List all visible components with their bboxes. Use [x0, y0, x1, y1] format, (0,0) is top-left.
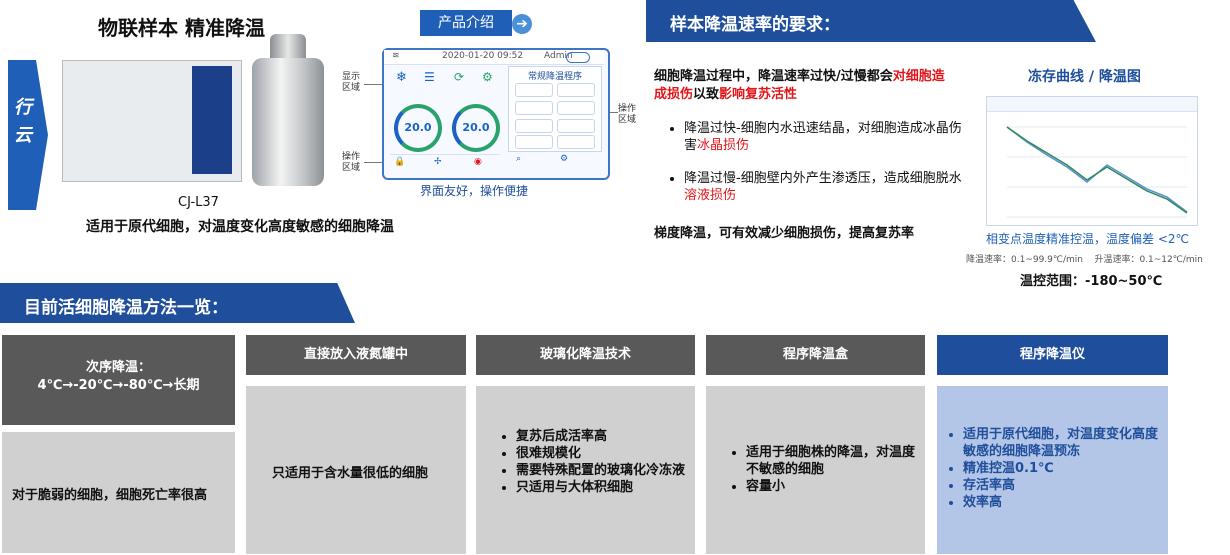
screen-search-row: ⌕ ⚙	[508, 154, 600, 170]
temp-gauge-right: 20.0	[452, 104, 500, 152]
fan-icon[interactable]: ✢	[434, 157, 442, 167]
snowflake-icon[interactable]: ❄	[396, 70, 407, 85]
side-arrow-label: 行云	[14, 97, 32, 146]
method-col2-body-text: 只适用于含水量很低的细胞	[272, 466, 429, 481]
refresh-icon[interactable]: ⟳	[454, 70, 465, 84]
methods-banner: 目前活细胞降温方法一览：	[0, 283, 355, 323]
method-col5-list: 适用于原代细胞，对温度变化高度敏感的细胞降温预冻 精准控温0.1℃ 存活率高 效…	[937, 386, 1168, 511]
method-col2-header: 直接放入液氮罐中	[246, 335, 466, 375]
edit-chip[interactable]	[557, 135, 595, 149]
method-item: 只适用与大体积细胞	[516, 479, 685, 496]
curve-title: 冻存曲线 / 降温图	[1028, 69, 1141, 85]
requirements-list: 降温过快-细胞内水迅速结晶，对细胞造成冰晶伤害冰晶损伤 降温过慢-细胞壁内外产生…	[656, 120, 974, 204]
curve-accuracy: 相变点温度精准控温，温度偏差 <2℃	[986, 232, 1189, 246]
screen-status-bar	[384, 50, 604, 65]
curve-range: 温控范围：-180~50℃	[1020, 274, 1163, 289]
method-item: 存活率高	[963, 477, 1160, 494]
program-chip[interactable]	[515, 119, 553, 133]
method-item: 适用于原代细胞，对温度变化高度敏感的细胞降温预冻	[963, 426, 1160, 460]
method-col5-header: 程序降温仪	[937, 335, 1168, 375]
screen-icon-row: ❄ ☰ ⟳ ⚙	[392, 70, 500, 92]
search-icon[interactable]: ⌕	[516, 154, 522, 164]
display-area-label: 显示区域	[342, 72, 361, 93]
tank-cap	[270, 34, 306, 60]
program-chip[interactable]	[557, 101, 595, 115]
method-item: 精准控温0.1℃	[963, 460, 1160, 477]
method-col4-list: 适用于细胞株的降温，对温度不敏感的细胞 容量小	[706, 386, 925, 495]
requirement-text: 降温过慢-细胞壁内外产生渗透压，造成细胞脱水	[684, 171, 962, 186]
screen-time: 2020-01-20 09:52	[442, 51, 524, 61]
intro-button[interactable]: 产品介绍	[420, 10, 512, 36]
operation-area-label-right: 操作区域	[618, 104, 637, 125]
program-chip[interactable]	[557, 119, 595, 133]
method-item: 复苏后成活率高	[516, 428, 685, 445]
program-chip[interactable]	[557, 83, 595, 97]
requirements-banner: 样本降温速率的要求：	[646, 0, 1096, 42]
screen-user: Admin	[544, 51, 573, 61]
method-item: 适用于细胞株的降温，对温度不敏感的细胞	[746, 444, 915, 478]
program-panel: 常规降温程序	[508, 66, 602, 152]
lock-icon[interactable]: 🔒	[394, 157, 406, 167]
wifi-icon: ≋	[392, 51, 400, 61]
freeze-curve-chart	[986, 96, 1198, 226]
program-chip[interactable]	[515, 101, 553, 115]
callout-line	[364, 84, 382, 85]
liquid-nitrogen-tank-image	[252, 58, 324, 186]
incubator-panel	[192, 66, 232, 174]
settings-icon[interactable]: ⚙	[482, 70, 493, 84]
curve-rates: 降温速率：0.1~99.9℃/min 升温速率：0.1~12℃/min	[966, 255, 1203, 265]
tray-icon[interactable]: ☰	[424, 70, 435, 84]
callout-line	[364, 162, 382, 163]
method-item: 很难规模化	[516, 445, 685, 462]
chart-status-bar	[987, 97, 1197, 112]
curve-series-line	[1006, 126, 1188, 213]
requirement-text: 降温过快-细胞内水迅速结晶，对细胞造成冰晶伤害	[684, 121, 962, 153]
intro-highlight: 对细胞造成损伤	[654, 69, 945, 102]
method-col1-header: 次序降温： 4℃→-20℃→-80℃→长期	[2, 335, 235, 425]
program-chip[interactable]	[515, 83, 553, 97]
requirement-item: 降温过快-细胞内水迅速结晶，对细胞造成冰晶伤害冰晶损伤	[684, 120, 974, 154]
side-arrow: 行云	[8, 60, 48, 210]
method-col3-body: 复苏后成活率高 很难规模化 需要特殊配置的玻璃化冷冻液 只适用与大体积细胞	[476, 386, 695, 554]
method-item: 需要特殊配置的玻璃化冷冻液	[516, 462, 685, 479]
intro-text: 细胞降温过程中，降温速率过快/过慢都会	[654, 69, 893, 84]
device-caption: 适用于原代细胞，对温度变化高度敏感的细胞降温	[86, 219, 394, 235]
curve-plot	[1006, 126, 1188, 218]
arrow-right-icon[interactable]: ➔	[512, 14, 532, 34]
requirement-highlight: 冰晶损伤	[697, 138, 750, 153]
methods-banner-text: 目前活细胞降温方法一览：	[24, 298, 228, 318]
method-col2-body: 只适用于含水量很低的细胞	[246, 386, 466, 554]
method-col4-header: 程序降温盒	[706, 335, 925, 375]
requirements-intro: 细胞降温过程中，降温速率过快/过慢都会对细胞造成损伤以致影响复苏活性	[654, 68, 946, 104]
requirement-highlight: 溶液损伤	[684, 188, 737, 203]
method-col1-header-text: 次序降温： 4℃→-20℃→-80℃→长期	[37, 360, 200, 393]
record-icon[interactable]: ◉	[474, 157, 482, 167]
method-col4-body: 适用于细胞株的降温，对温度不敏感的细胞 容量小	[706, 386, 925, 554]
method-item: 效率高	[963, 494, 1160, 511]
method-col3-header: 玻璃化降温技术	[476, 335, 695, 375]
requirements-banner-text: 样本降温速率的要求：	[670, 15, 840, 35]
gear-icon[interactable]: ⚙	[560, 154, 569, 164]
method-item: 容量小	[746, 478, 915, 495]
screen-caption: 界面友好，操作便捷	[420, 184, 529, 198]
add-chip[interactable]	[515, 135, 553, 149]
method-col1-body: 对于脆弱的细胞，细胞死亡率很高	[2, 432, 235, 553]
operation-area-label-left: 操作区域	[342, 152, 361, 173]
method-col1-body-text: 对于脆弱的细胞，细胞死亡率很高	[12, 488, 208, 503]
product-heading: 物联样本 精准降温	[98, 16, 265, 40]
program-panel-title: 常规降温程序	[527, 72, 582, 82]
screen-bottom-controls: 🔒 ✢ ◉	[390, 154, 500, 171]
requirement-item: 降温过慢-细胞壁内外产生渗透压，造成细胞脱水溶液损伤	[684, 170, 974, 204]
temp-gauge-left: 20.0	[394, 104, 442, 152]
intro-highlight-2: 影响复苏活性	[719, 87, 798, 102]
intro-text-mid: 以致	[693, 87, 720, 102]
curve-series-line	[1006, 126, 1188, 214]
screen-toggle[interactable]	[566, 52, 590, 63]
device-model: CJ-L37	[178, 195, 219, 210]
requirements-conclusion: 梯度降温，可有效减少细胞损伤，提高复苏率	[654, 226, 915, 241]
method-col3-list: 复苏后成活率高 很难规模化 需要特殊配置的玻璃化冷冻液 只适用与大体积细胞	[476, 386, 695, 496]
method-col5-body: 适用于原代细胞，对温度变化高度敏感的细胞降温预冻 精准控温0.1℃ 存活率高 效…	[937, 386, 1168, 554]
callout-line	[604, 112, 618, 113]
